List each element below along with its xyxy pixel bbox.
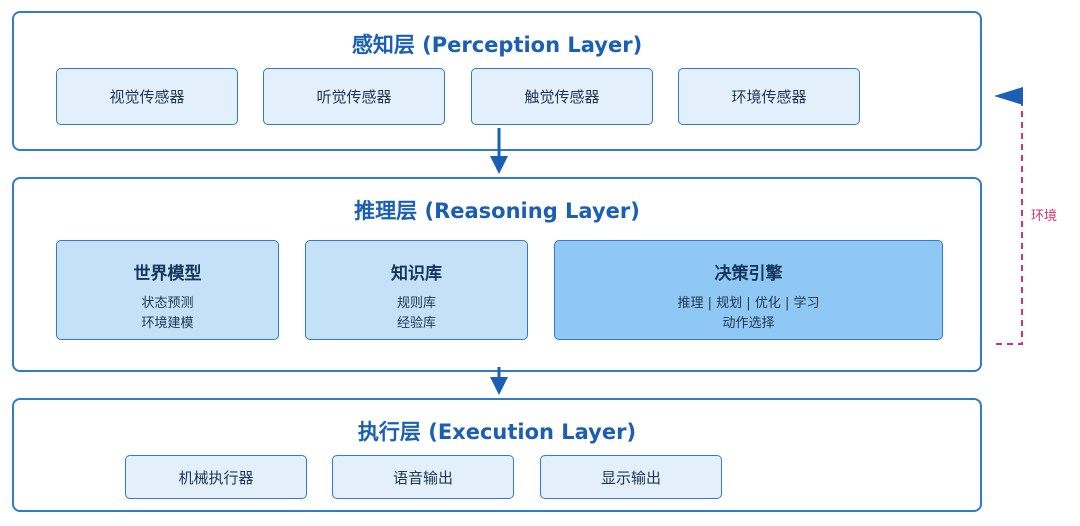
perception-layer: 感知层 (Perception Layer) 视觉传感器 听觉传感器 触觉传感器…	[12, 11, 982, 151]
visual-sensor-box: 视觉传感器	[56, 68, 238, 125]
environment-sensor-box: 环境传感器	[678, 68, 860, 125]
mechanical-actuator-box: 机械执行器	[125, 455, 307, 499]
world-model-title: 世界模型	[133, 264, 202, 284]
auditory-sensor-box: 听觉传感器	[263, 68, 445, 125]
world-model-line-1: 状态预测	[141, 296, 194, 311]
knowledge-base-box: 知识库 规则库 经验库	[305, 240, 528, 340]
feedback-loop-label: 环境	[1031, 209, 1058, 224]
decision-engine-box: 决策引擎 推理 | 规划 | 优化 | 学习 动作选择	[554, 240, 943, 340]
knowledge-base-line-1: 规则库	[396, 296, 436, 311]
knowledge-base-line-2: 经验库	[396, 316, 436, 331]
arrow-reasoning-to-execution	[490, 367, 508, 395]
execution-layer-title: 执行层 (Execution Layer)	[357, 420, 637, 444]
knowledge-base-title: 知识库	[391, 264, 442, 284]
reasoning-layer: 推理层 (Reasoning Layer) 世界模型 状态预测 环境建模 知识库…	[12, 177, 982, 372]
tactile-sensor-box: 触觉传感器	[471, 68, 653, 125]
world-model-line-2: 环境建模	[141, 316, 194, 331]
feedback-loop-arrow	[994, 87, 1023, 345]
reasoning-layer-title: 推理层 (Reasoning Layer)	[354, 199, 640, 223]
perception-layer-title: 感知层 (Perception Layer)	[351, 33, 643, 57]
execution-layer: 执行层 (Execution Layer) 机械执行器 语音输出 显示输出	[12, 398, 982, 512]
decision-engine-title: 决策引擎	[714, 264, 783, 284]
voice-output-box: 语音输出	[332, 455, 514, 499]
decision-engine-line-1: 推理 | 规划 | 优化 | 学习	[677, 296, 820, 311]
arrow-perception-to-reasoning	[490, 128, 508, 174]
display-output-box: 显示输出	[540, 455, 722, 499]
decision-engine-line-2: 动作选择	[722, 316, 775, 331]
world-model-box: 世界模型 状态预测 环境建模	[56, 240, 279, 340]
